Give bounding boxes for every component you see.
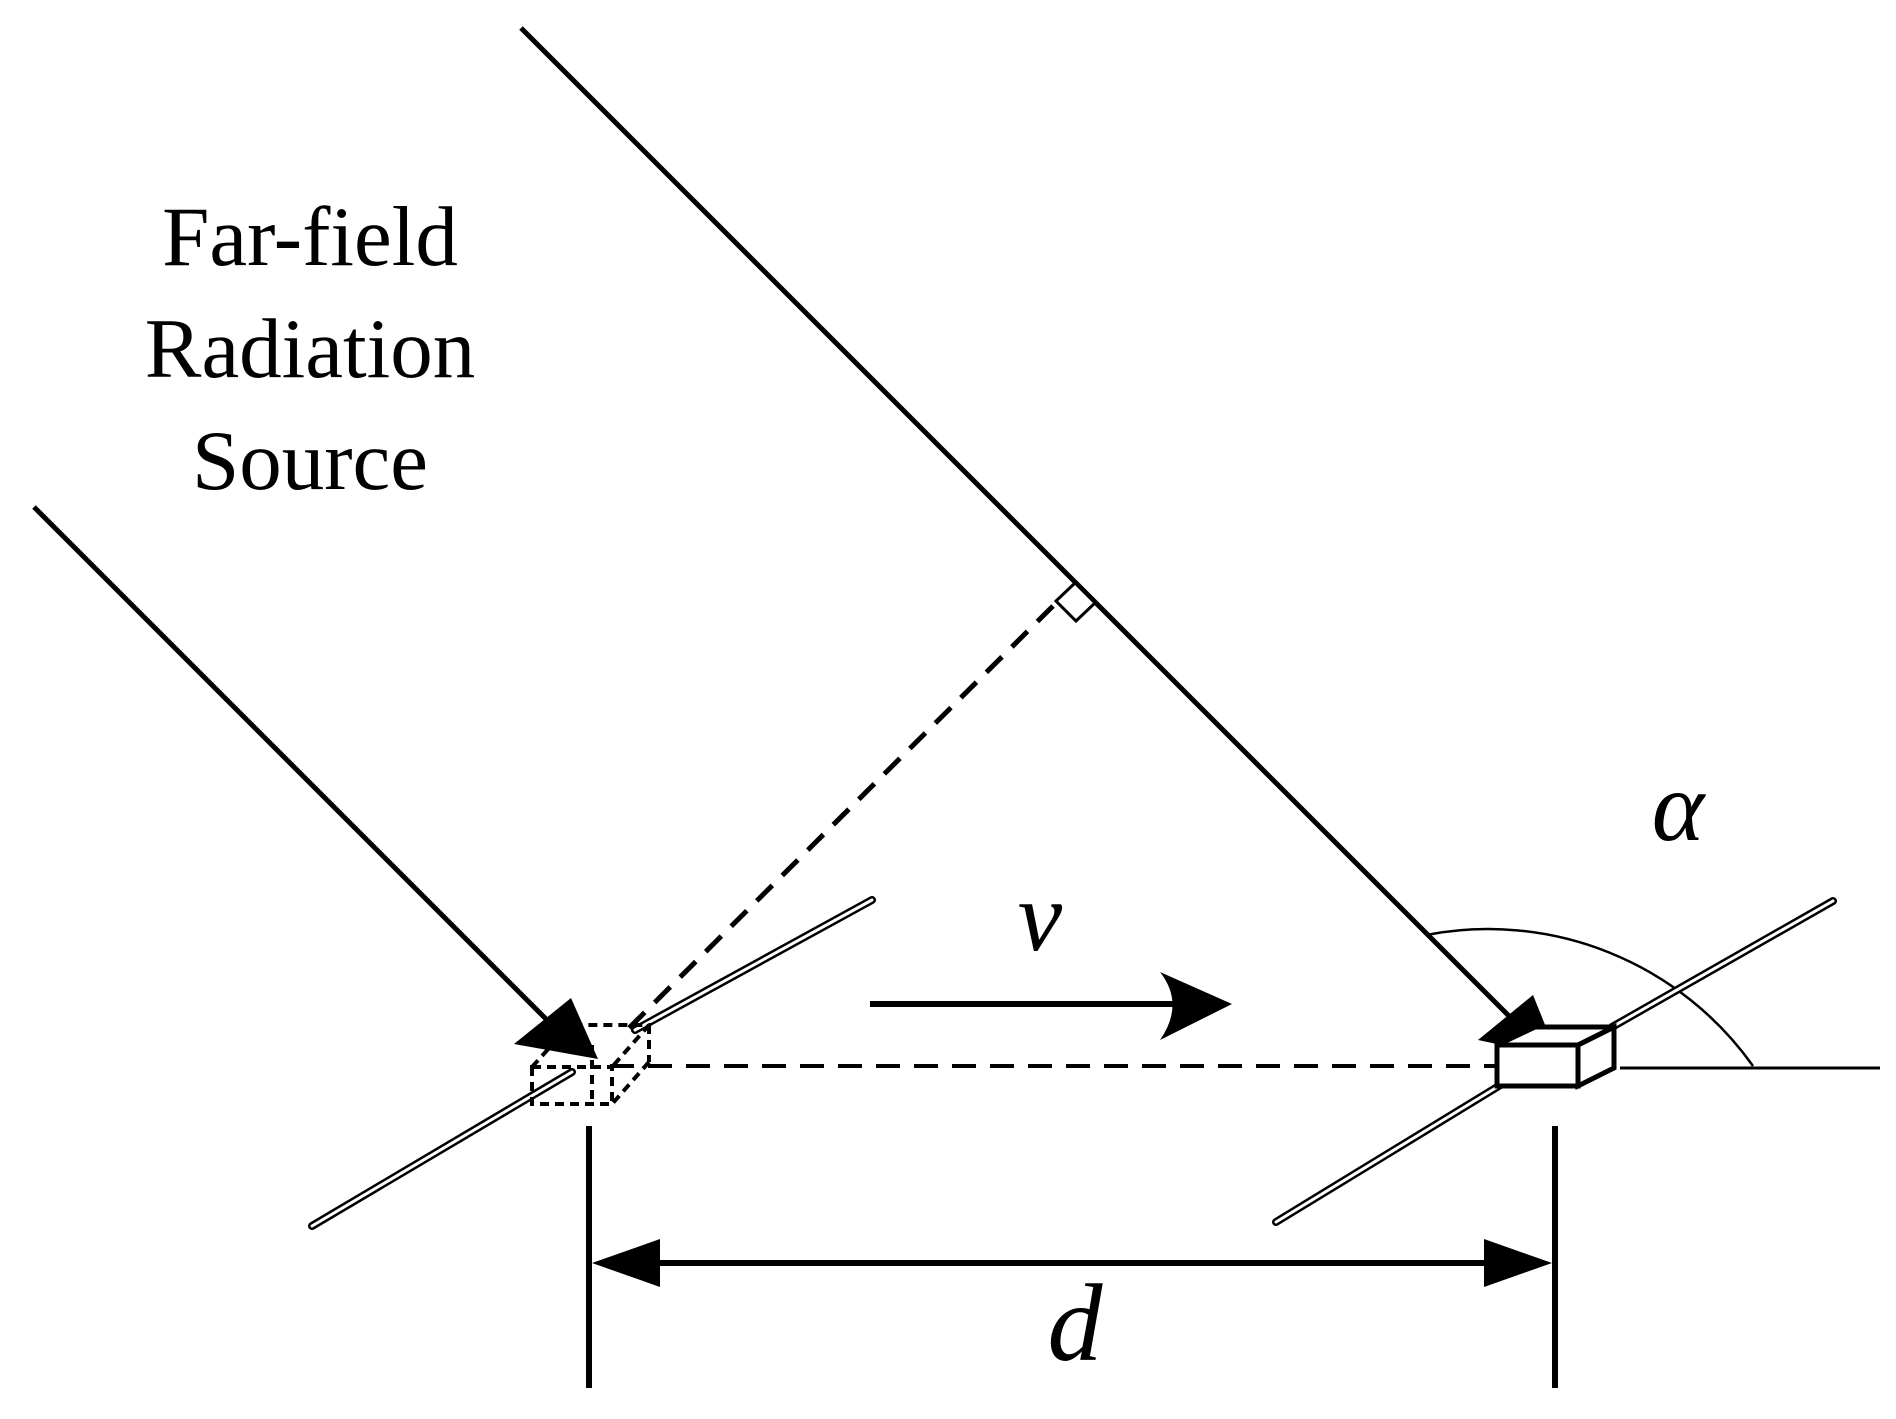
distance-symbol: d [1048,1262,1104,1384]
source-label-line1: Far-field [162,190,458,284]
source-label-line2: Radiation [145,302,476,396]
angle-symbol: α [1652,751,1707,862]
velocity-symbol: v [1018,861,1063,972]
angle-arc [1425,927,1755,1067]
right-angle-marker [1053,580,1098,624]
source-label-line3: Source [192,414,428,508]
dashed-projection-line [622,604,1055,1035]
satellite-current-position [1272,897,1837,1226]
velocity-arrow [870,972,1232,1040]
satellite-previous-position [308,896,876,1230]
incoming-ray-left [32,505,598,1059]
distance-dimension [586,1126,1558,1388]
